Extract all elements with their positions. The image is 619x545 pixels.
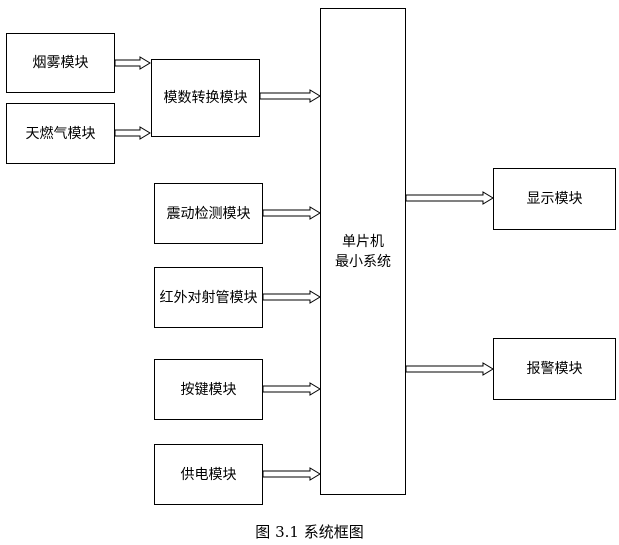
infrared-module-label: 红外对射管模块	[159, 289, 258, 306]
adc-module-box: 模数转换模块	[151, 59, 260, 137]
keys-module-box: 按键模块	[154, 359, 263, 420]
display-module-box: 显示模块	[493, 168, 616, 230]
display-module-label: 显示模块	[526, 191, 583, 207]
arrow-power-to-mcu	[262, 467, 321, 481]
infrared-module-box: 红外对射管模块	[154, 267, 263, 328]
arrow-vibration-to-mcu	[262, 206, 321, 220]
power-module-box: 供电模块	[154, 444, 263, 505]
arrow-smoke-to-adc	[114, 56, 151, 70]
arrow-mcu-to-alarm	[405, 362, 494, 376]
mcu-minimum-system-box: 单片机 最小系统	[320, 8, 406, 495]
gas-module-label: 天燃气模块	[25, 125, 96, 142]
smoke-module-box: 烟雾模块	[6, 33, 115, 93]
mcu-label-line2: 最小系统	[335, 253, 391, 270]
arrow-keys-to-mcu	[262, 382, 321, 396]
arrow-adc-to-mcu	[259, 89, 321, 103]
vibration-module-box: 震动检测模块	[154, 183, 263, 244]
smoke-module-label: 烟雾模块	[32, 55, 89, 71]
gas-module-box: 天燃气模块	[6, 103, 115, 164]
arrow-gas-to-adc	[114, 126, 151, 140]
alarm-module-label: 报警模块	[526, 361, 583, 377]
arrow-infrared-to-mcu	[262, 290, 321, 304]
power-module-label: 供电模块	[180, 466, 237, 483]
alarm-module-box: 报警模块	[493, 338, 616, 400]
mcu-label-line1: 单片机	[342, 233, 384, 250]
keys-module-label: 按键模块	[180, 381, 237, 398]
adc-module-label: 模数转换模块	[163, 90, 248, 106]
figure-caption: 图 3.1 系统框图	[255, 523, 364, 541]
vibration-module-label: 震动检测模块	[166, 205, 251, 222]
arrow-mcu-to-display	[405, 191, 494, 205]
